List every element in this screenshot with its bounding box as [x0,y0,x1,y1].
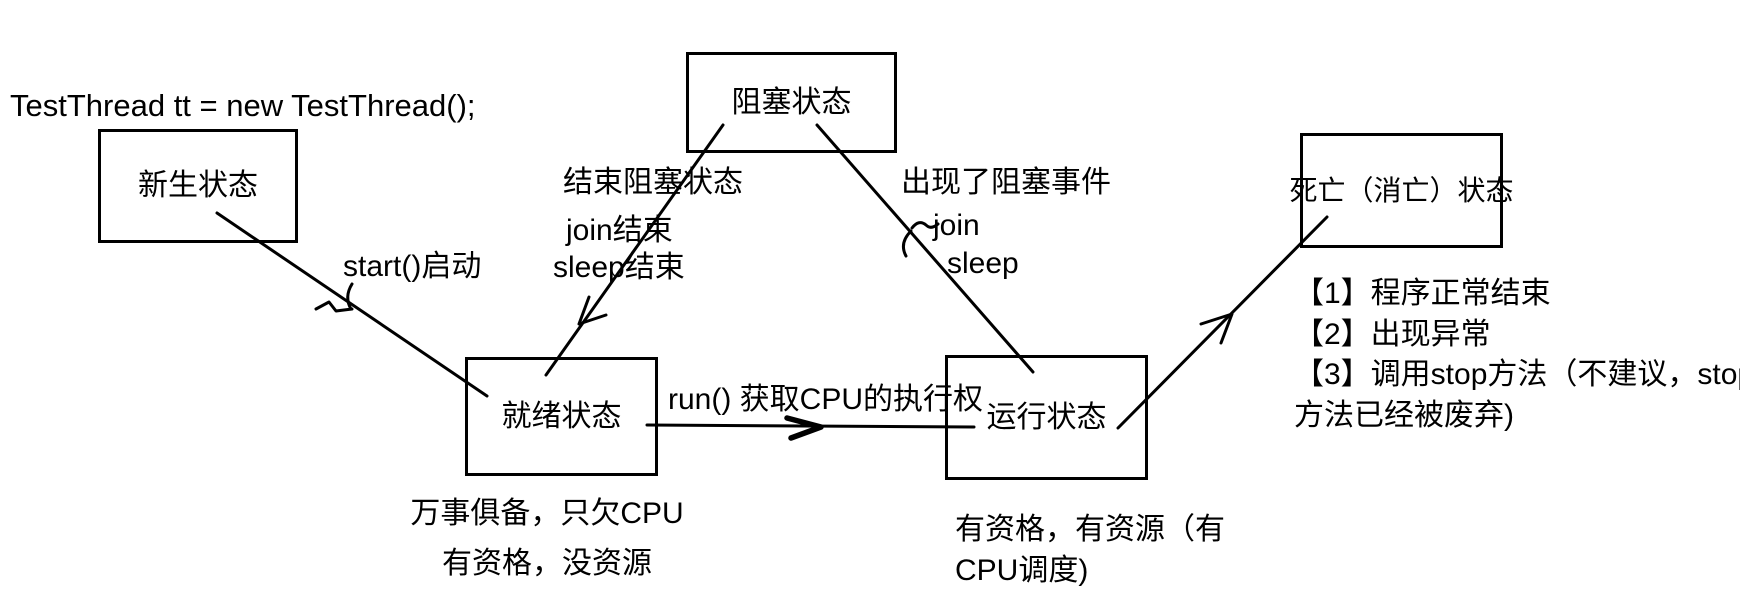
note-dead: 【1】程序正常结束 【2】出现异常 【3】调用stop方法（不建议，stop 方… [1294,274,1740,436]
arrow-running-to-dead [1116,215,1329,430]
label-unblock-line3: sleep结束 [553,251,685,284]
state-label-ready: 就绪状态 [501,399,622,433]
state-box-ready: 就绪状态 [465,357,658,476]
label-block-line2: join [933,209,980,242]
state-box-running: 运行状态 [945,355,1148,480]
note-line: 【3】调用stop方法（不建议，stop [1294,358,1740,391]
note-line: 方法已经被废弃) [1294,398,1514,432]
squiggle-mark [314,300,354,313]
arrowhead-running-to-dead [1199,312,1234,345]
label-block-line3: sleep [947,247,1019,280]
state-label-dead: 死亡（消亡）状态 [1289,174,1514,206]
arrow-new-to-ready [215,211,489,398]
label-run: run() 获取CPU的执行权 [668,383,984,416]
paren-mark [901,229,913,258]
arrow-running-to-blocked [815,123,1035,374]
arrowhead-ready-to-running [784,415,824,441]
squiggle-hook [346,282,354,311]
state-box-blocked: 阻塞状态 [686,52,897,153]
note-line: 【2】出现异常 [1294,317,1491,351]
state-label-new: 新生状态 [138,169,258,202]
note-running: 有资格，有资源（有 CPU调度) [955,509,1225,591]
label-block-line1: 出现了阻塞事件 [901,166,1111,199]
note-line: 万事俱备，只欠CPU [410,497,684,530]
label-unblock-line2: join结束 [566,214,673,247]
note-line: 有资格，有资源（有 [955,513,1225,546]
tilde-mark [910,221,940,230]
note-line: CPU调度) [955,554,1089,587]
arrow-blocked-to-ready [544,123,725,377]
label-unblock-line1: 结束阻塞状态 [563,166,743,199]
note-line: 有资格，没资源 [442,547,652,580]
note-ready: 万事俱备，只欠CPU 有资格，没资源 [382,489,712,589]
code-annotation: TestThread tt = new TestThread(); [10,88,476,123]
state-label-running: 运行状态 [986,400,1107,434]
state-box-new: 新生状态 [98,129,298,243]
state-label-blocked: 阻塞状态 [731,85,852,119]
state-box-dead: 死亡（消亡）状态 [1290,133,1514,248]
note-line: 【1】程序正常结束 [1294,277,1551,310]
arrowhead-blocked-to-ready [577,295,608,326]
label-start: start()启动 [343,250,482,283]
